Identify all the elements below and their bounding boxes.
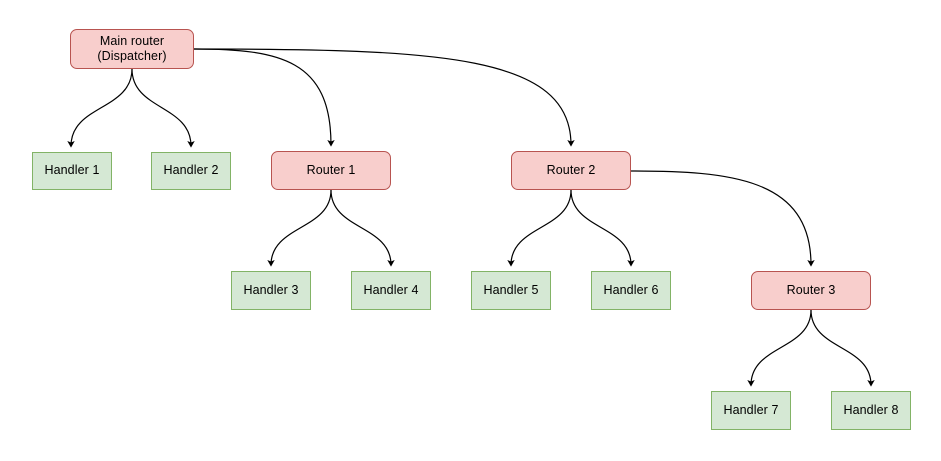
connector-router-3-to-handler-7[interactable] [747,309,812,387]
node-label-handler-2: Handler 2 [163,163,219,178]
node-handler-8[interactable]: Handler 8 [831,391,911,430]
connector-main-router-to-handler-2[interactable] [131,68,195,148]
node-handler-2[interactable]: Handler 2 [151,152,231,190]
node-label-handler-8: Handler 8 [843,402,899,417]
connector-main-router-to-router-1[interactable] [193,48,335,147]
connector-main-router-to-router-2[interactable] [193,48,575,147]
connector-router-2-to-handler-5[interactable] [507,189,572,267]
node-handler-4[interactable]: Handler 4 [351,271,431,310]
node-router-3[interactable]: Router 3 [751,271,871,310]
node-label-handler-6: Handler 6 [603,282,659,297]
node-handler-7[interactable]: Handler 7 [711,391,791,430]
connector-main-router-to-handler-1[interactable] [67,68,133,148]
node-label-handler-1: Handler 1 [44,163,100,178]
node-router-1[interactable]: Router 1 [271,151,391,190]
node-handler-6[interactable]: Handler 6 [591,271,671,310]
node-label-router-1: Router 1 [306,162,356,177]
node-label-handler-5: Handler 5 [483,282,539,297]
node-handler-5[interactable]: Handler 5 [471,271,551,310]
node-label-router-3: Router 3 [786,282,836,297]
node-main-router[interactable]: Main router (Dispatcher) [70,29,194,69]
edges-group [67,48,875,387]
connector-router-2-to-router-3[interactable] [630,170,815,267]
connector-router-2-to-handler-6[interactable] [570,189,635,267]
connector-router-3-to-handler-8[interactable] [810,309,875,387]
node-router-2[interactable]: Router 2 [511,151,631,190]
node-label-main-router: Main router (Dispatcher) [97,33,167,63]
node-handler-3[interactable]: Handler 3 [231,271,311,310]
connector-router-1-to-handler-3[interactable] [267,189,332,267]
node-label-handler-7: Handler 7 [723,402,779,417]
node-handler-1[interactable]: Handler 1 [32,152,112,190]
node-label-handler-3: Handler 3 [243,282,299,297]
connector-router-1-to-handler-4[interactable] [330,189,395,267]
node-label-handler-4: Handler 4 [363,282,419,297]
node-label-router-2: Router 2 [546,162,596,177]
